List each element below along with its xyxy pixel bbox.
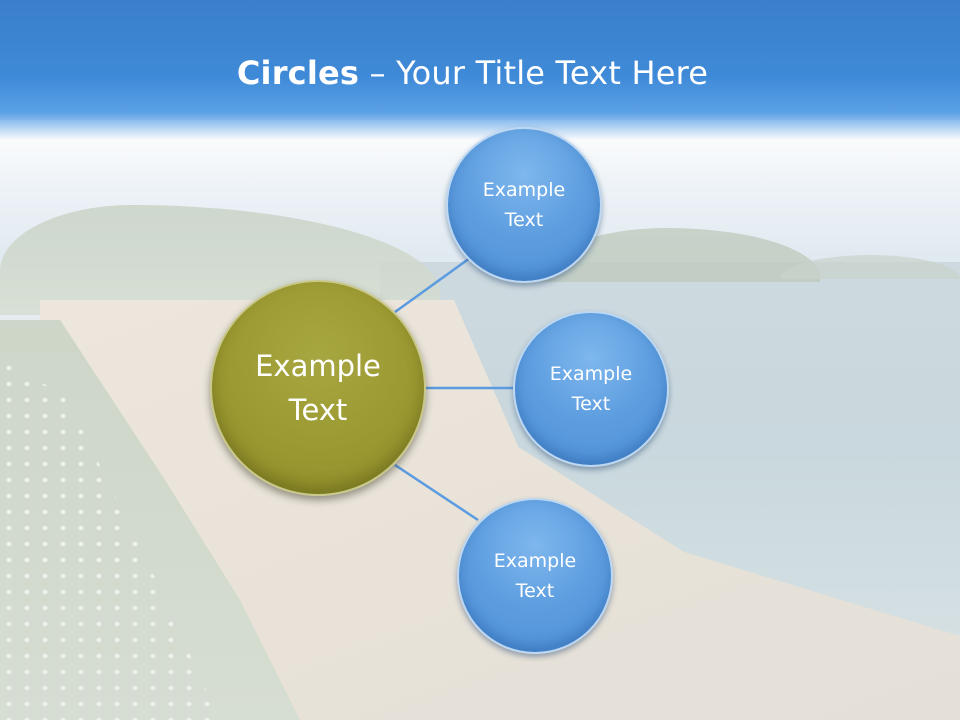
title-rest: – Your Title Text Here (359, 54, 709, 92)
connector-top (394, 256, 471, 314)
node-circle-middle[interactable]: Example Text (513, 311, 669, 467)
title-band (0, 0, 960, 140)
slide-title[interactable]: Circles – Your Title Text Here (0, 54, 945, 92)
title-bold-part: Circles (236, 54, 360, 92)
center-circle-label: Example Text (255, 349, 381, 427)
connector-bottom (394, 463, 479, 522)
node-circle-label: Example Text (482, 179, 566, 231)
node-circle-top[interactable]: Example Text (446, 127, 602, 283)
center-circle[interactable]: Example Text (210, 280, 426, 496)
node-circle-label: Example Text (549, 363, 633, 415)
node-circle-label: Example Text (493, 550, 577, 602)
node-circle-bottom[interactable]: Example Text (457, 498, 613, 654)
